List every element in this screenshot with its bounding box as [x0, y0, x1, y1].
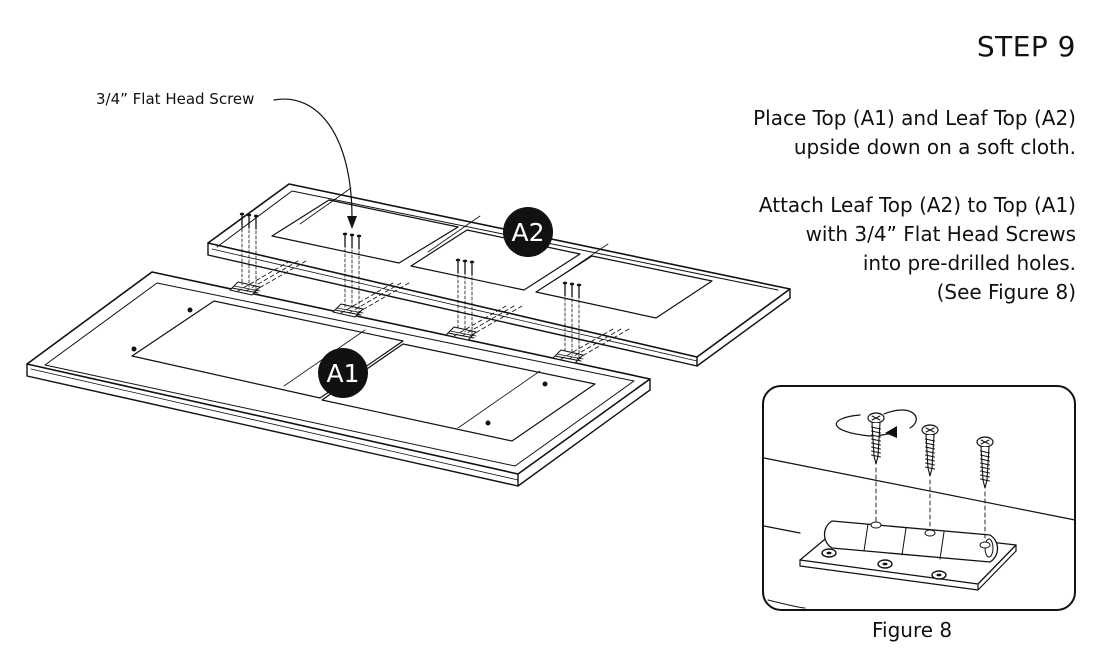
- screw: [976, 436, 994, 542]
- instruction-line: Place Top (A1) and Leaf Top (A2): [753, 106, 1076, 130]
- screw-group: [239, 212, 582, 358]
- instruction-line: (See Figure 8): [936, 280, 1076, 304]
- part-badge-a1: A1: [318, 348, 368, 398]
- instruction-line: into pre-drilled holes.: [862, 251, 1076, 275]
- svg-text:A2: A2: [511, 218, 544, 247]
- screw-callout-label: 3/4” Flat Head Screw: [96, 90, 255, 108]
- callout-arrow: [273, 98, 357, 229]
- leaf-top-a2: [207, 183, 791, 367]
- screw: [867, 412, 885, 522]
- figure-caption: Figure 8: [872, 618, 953, 642]
- screw: [562, 281, 582, 358]
- attach-instructions: Attach Leaf Top (A2) to Top (A1) with 3/…: [759, 191, 1076, 307]
- screw: [455, 258, 475, 335]
- figure-8-inset: [762, 385, 1076, 611]
- part-badge-a2: A2: [503, 207, 553, 257]
- hinge-group: [229, 260, 630, 364]
- instruction-line: Attach Leaf Top (A2) to Top (A1): [758, 193, 1076, 217]
- step-title: STEP 9: [976, 30, 1076, 63]
- screw: [342, 232, 362, 312]
- screw: [239, 212, 259, 290]
- instruction-line: upside down on a soft cloth.: [793, 135, 1076, 159]
- hinge: [332, 282, 410, 318]
- hinge: [445, 305, 523, 341]
- instruction-line: with 3/4” Flat Head Screws: [805, 222, 1076, 246]
- hinge: [552, 328, 630, 364]
- placement-instructions: Place Top (A1) and Leaf Top (A2) upside …: [753, 104, 1076, 162]
- svg-text:A1: A1: [326, 359, 359, 388]
- screw: [921, 424, 939, 530]
- hinge: [229, 260, 307, 296]
